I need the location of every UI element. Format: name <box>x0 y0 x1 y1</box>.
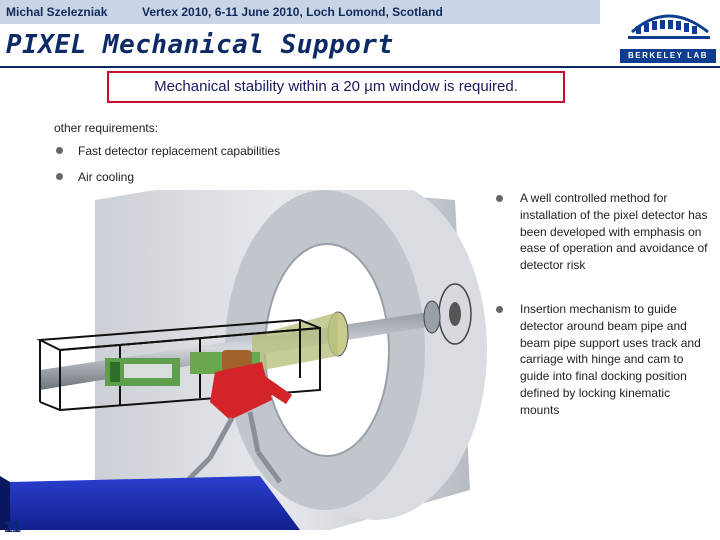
header-bar: Michal Szelezniak Vertex 2010, 6-11 June… <box>0 0 600 24</box>
list-item-text: Fast detector replacement capabilities <box>78 144 281 158</box>
page-number: 11 <box>4 519 21 536</box>
insertion-mechanism-illustration <box>0 180 490 530</box>
bullet-icon <box>496 195 503 202</box>
mechanism-description-list: A well controlled method for installatio… <box>496 190 712 419</box>
requirement-callout: Mechanical stability within a 20 µm wind… <box>107 71 565 103</box>
list-item: Fast detector replacement capabilities <box>56 142 280 168</box>
bullet-icon <box>56 173 63 180</box>
bullet-icon <box>496 305 503 313</box>
header-conference: Vertex 2010, 6-11 June 2010, Loch Lomond… <box>142 5 443 19</box>
slide-title: PIXEL Mechanical Support <box>6 30 394 60</box>
berkeley-lab-logo: BERKELEY LAB <box>620 2 716 66</box>
list-item: Air cooling <box>56 168 280 194</box>
list-item: A well controlled method for installatio… <box>496 190 712 274</box>
lab-building-icon <box>628 14 710 39</box>
list-item-text: Air cooling <box>78 170 135 184</box>
list-item-text: A well controlled method for installatio… <box>520 191 708 273</box>
list-item: Insertion mechanism to guide detector ar… <box>496 301 712 419</box>
header-author: Michal Szelezniak <box>6 5 108 19</box>
bullet-icon <box>56 147 63 154</box>
other-requirements-label: other requirements: <box>54 121 159 135</box>
logo-text: BERKELEY LAB <box>620 49 716 63</box>
list-item-text: Insertion mechanism to guide detector ar… <box>520 301 701 417</box>
other-requirements-list: Fast detector replacement capabilities A… <box>56 142 280 194</box>
title-divider <box>0 66 720 68</box>
